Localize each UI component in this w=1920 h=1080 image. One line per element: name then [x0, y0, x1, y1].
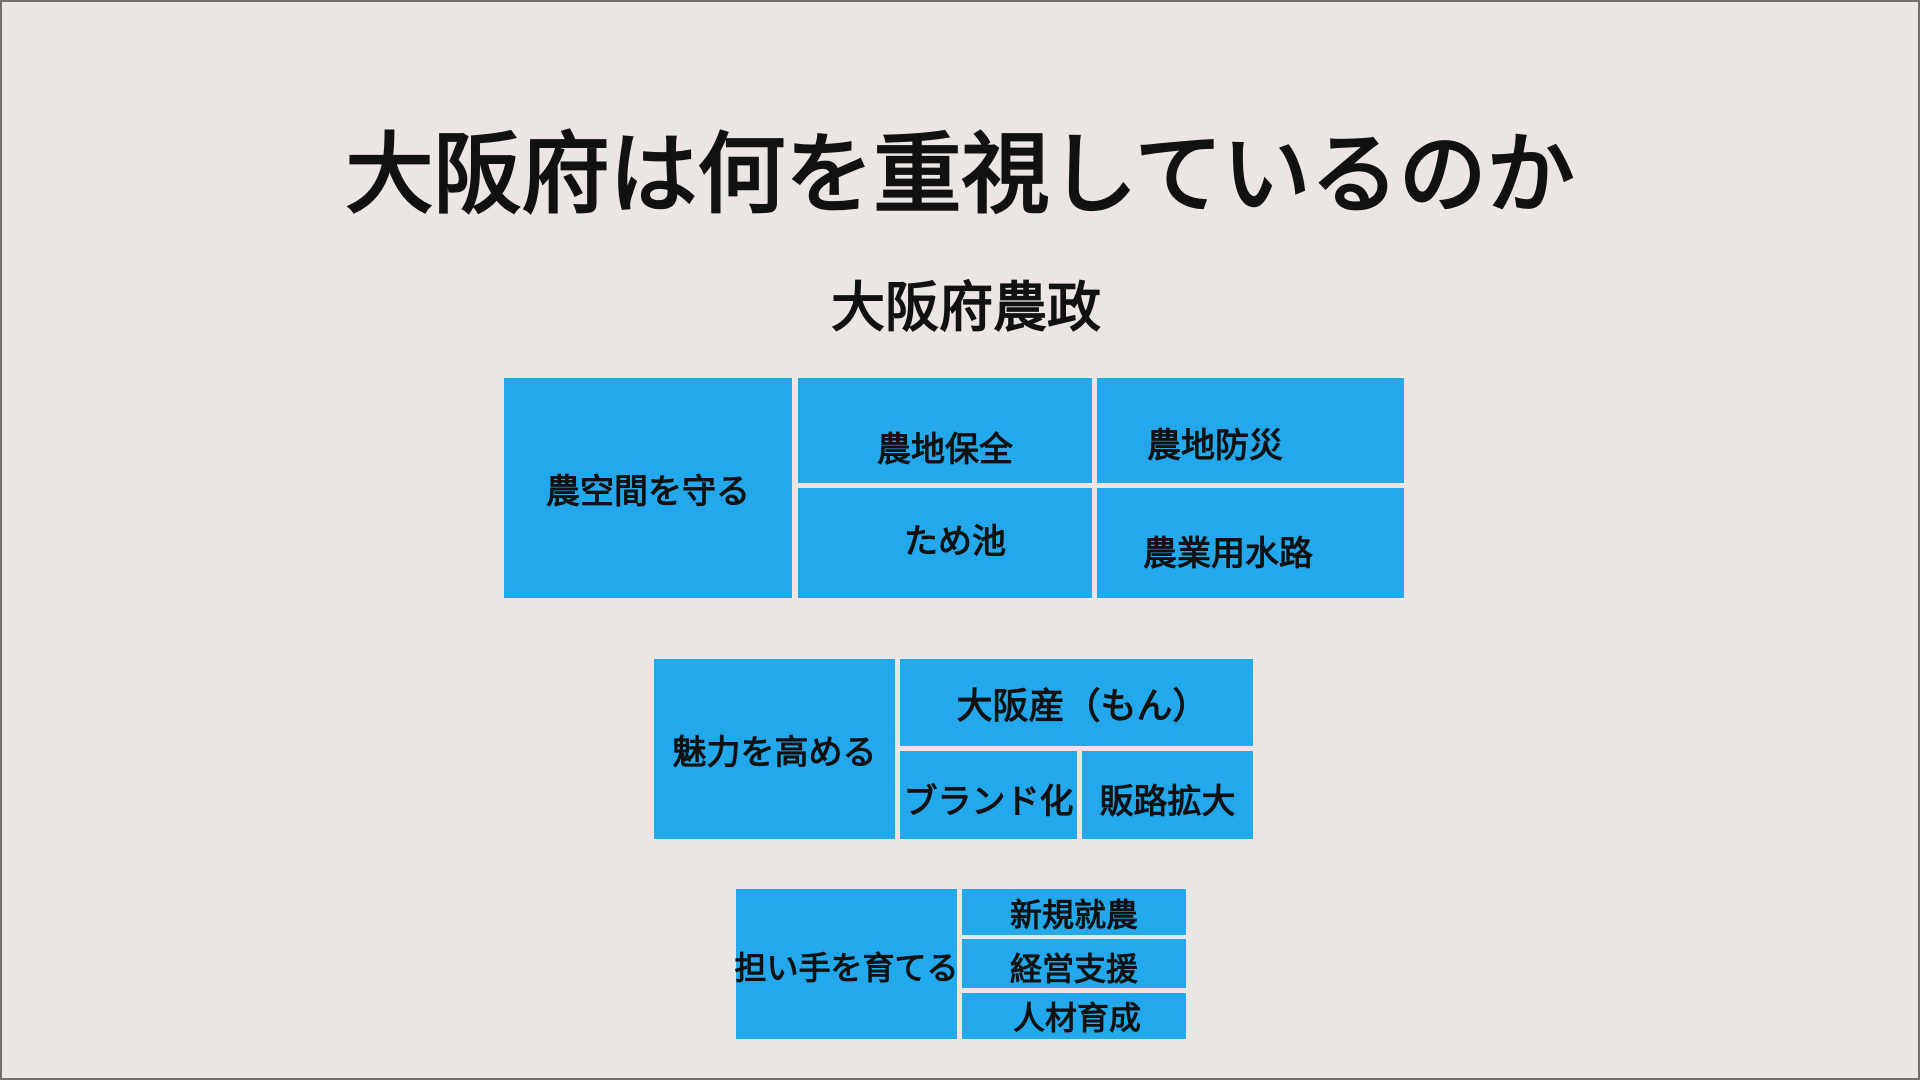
- box-label: ブランド化: [903, 781, 1074, 822]
- box-label: 担い手を育てる: [734, 949, 959, 987]
- page-subtitle: 大阪府農政: [831, 276, 1101, 339]
- box-branding: ブランド化: [900, 751, 1077, 839]
- box-new-farmers: 新規就農: [962, 889, 1186, 935]
- box-irrigation-channel: 農業用水路: [1097, 488, 1404, 598]
- box-label: 新規就農: [1009, 896, 1138, 934]
- page-title: 大阪府は何を重視しているのか: [345, 123, 1575, 226]
- box-label: 農業用水路: [1143, 533, 1313, 574]
- box-label: 大阪産（もん）: [956, 685, 1209, 727]
- box-label: 人材育成: [1012, 999, 1141, 1037]
- box-label: 農空間を守る: [546, 471, 750, 512]
- box-management-support: 経営支援: [962, 939, 1186, 988]
- box-farmland-disaster-prevention: 農地防災: [1097, 378, 1404, 483]
- box-osaka-mon: 大阪産（もん）: [900, 659, 1253, 746]
- box-label: 販路拡大: [1099, 781, 1236, 822]
- box-reservoir: ため池: [798, 488, 1092, 598]
- box-label: ため池: [904, 522, 1006, 562]
- box-label: 農地保全: [877, 430, 1013, 470]
- box-protect-farmland: 農空間を守る: [504, 378, 792, 598]
- box-increase-appeal: 魅力を高める: [654, 659, 895, 839]
- box-human-resource-development: 人材育成: [962, 993, 1186, 1039]
- box-develop-workers: 担い手を育てる: [734, 889, 959, 1039]
- box-farmland-conservation: 農地保全: [798, 378, 1092, 483]
- box-label: 魅力を高める: [672, 732, 877, 773]
- box-label: 農地防災: [1147, 426, 1283, 466]
- box-sales-expansion: 販路拡大: [1082, 751, 1253, 839]
- box-label: 経営支援: [1009, 949, 1138, 988]
